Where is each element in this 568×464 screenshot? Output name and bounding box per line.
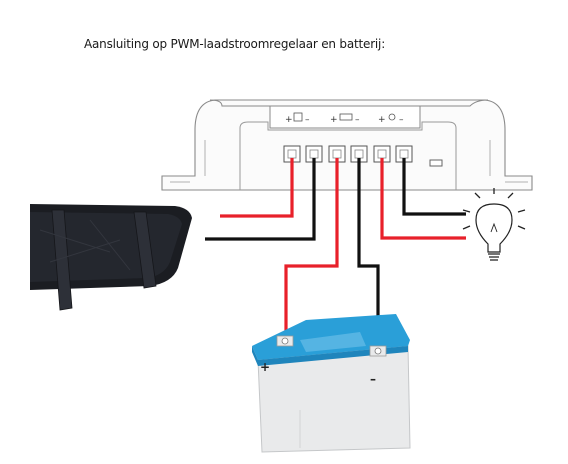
status-led bbox=[429, 159, 443, 167]
terminal-label-load-plus: + bbox=[378, 115, 386, 125]
wire-battery-negative bbox=[357, 158, 380, 355]
terminal-load-symbol bbox=[388, 113, 396, 121]
solar-panel-icon bbox=[30, 204, 192, 311]
battery-icon: + – bbox=[252, 314, 411, 453]
wire-solar-positive bbox=[220, 158, 294, 218]
wire-battery-positive bbox=[284, 158, 339, 340]
battery-minus-label: – bbox=[370, 372, 376, 386]
terminal-label-solar-plus: + bbox=[285, 115, 293, 125]
terminal-label-solar-minus: – bbox=[305, 115, 310, 125]
wire-load-positive bbox=[380, 158, 466, 240]
battery-terminal-positive bbox=[276, 335, 294, 347]
terminal-label-battery-minus: – bbox=[355, 115, 360, 125]
wires bbox=[205, 158, 466, 355]
terminal-battery-symbol bbox=[339, 113, 353, 121]
wire-solar-negative bbox=[205, 158, 316, 241]
light-bulb-icon bbox=[462, 188, 526, 261]
battery-plus-label: + bbox=[260, 360, 270, 374]
wire-load-negative bbox=[402, 158, 466, 216]
pwm-controller-icon: + – + – + – bbox=[161, 99, 533, 191]
terminal-label-battery-plus: + bbox=[330, 115, 338, 125]
page-title: Aansluiting op PWM-laadstroomregelaar en… bbox=[84, 37, 386, 51]
battery-terminal-negative bbox=[369, 345, 387, 357]
terminal-solar-symbol bbox=[293, 112, 303, 122]
terminal-label-load-minus: – bbox=[399, 115, 404, 125]
